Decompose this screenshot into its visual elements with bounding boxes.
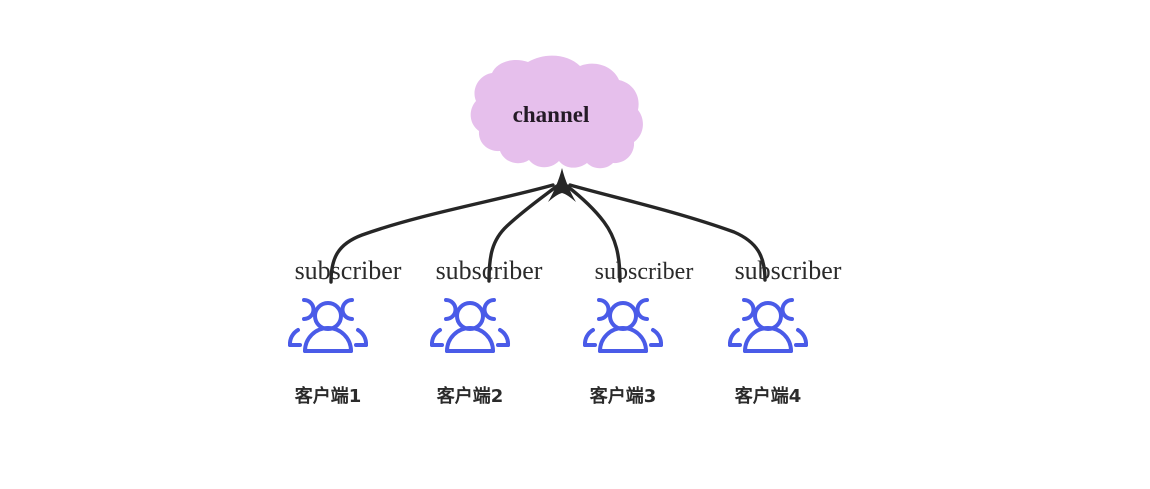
people-group-icon bbox=[287, 298, 369, 353]
arrowhead-to-channel bbox=[548, 168, 576, 202]
connector-group bbox=[329, 183, 767, 284]
cloud-label: channel bbox=[513, 102, 590, 127]
subscriber-node-1[interactable]: subscriber 客户端1 bbox=[287, 256, 402, 407]
subscriber-label-3: subscriber bbox=[595, 259, 694, 285]
subscriber-node-4[interactable]: subscriber 客户端4 bbox=[727, 256, 842, 407]
client-label-2: 客户端2 bbox=[437, 385, 504, 407]
subscriber-label-1: subscriber bbox=[295, 256, 402, 285]
channel-cloud[interactable]: channel bbox=[470, 55, 643, 169]
people-group-icon bbox=[429, 298, 511, 353]
subscriber-node-2[interactable]: subscriber 客户端2 bbox=[429, 256, 543, 407]
client-label-1: 客户端1 bbox=[295, 385, 362, 407]
edge-subscriber-4-to-channel bbox=[568, 183, 767, 282]
client-label-3: 客户端3 bbox=[590, 385, 657, 407]
edge-subscriber-3-to-channel bbox=[565, 184, 622, 283]
edge-subscriber-2-to-channel bbox=[487, 184, 559, 283]
people-group-icon bbox=[727, 298, 809, 353]
subscriber-label-4: subscriber bbox=[735, 256, 842, 285]
people-group-icon bbox=[582, 298, 664, 353]
subscriber-node-3[interactable]: subscriber 客户端3 bbox=[582, 259, 694, 407]
subscriber-label-2: subscriber bbox=[436, 256, 543, 285]
edge-subscriber-1-to-channel bbox=[329, 183, 555, 284]
cloud-shape bbox=[470, 55, 643, 169]
client-label-4: 客户端4 bbox=[735, 385, 802, 407]
